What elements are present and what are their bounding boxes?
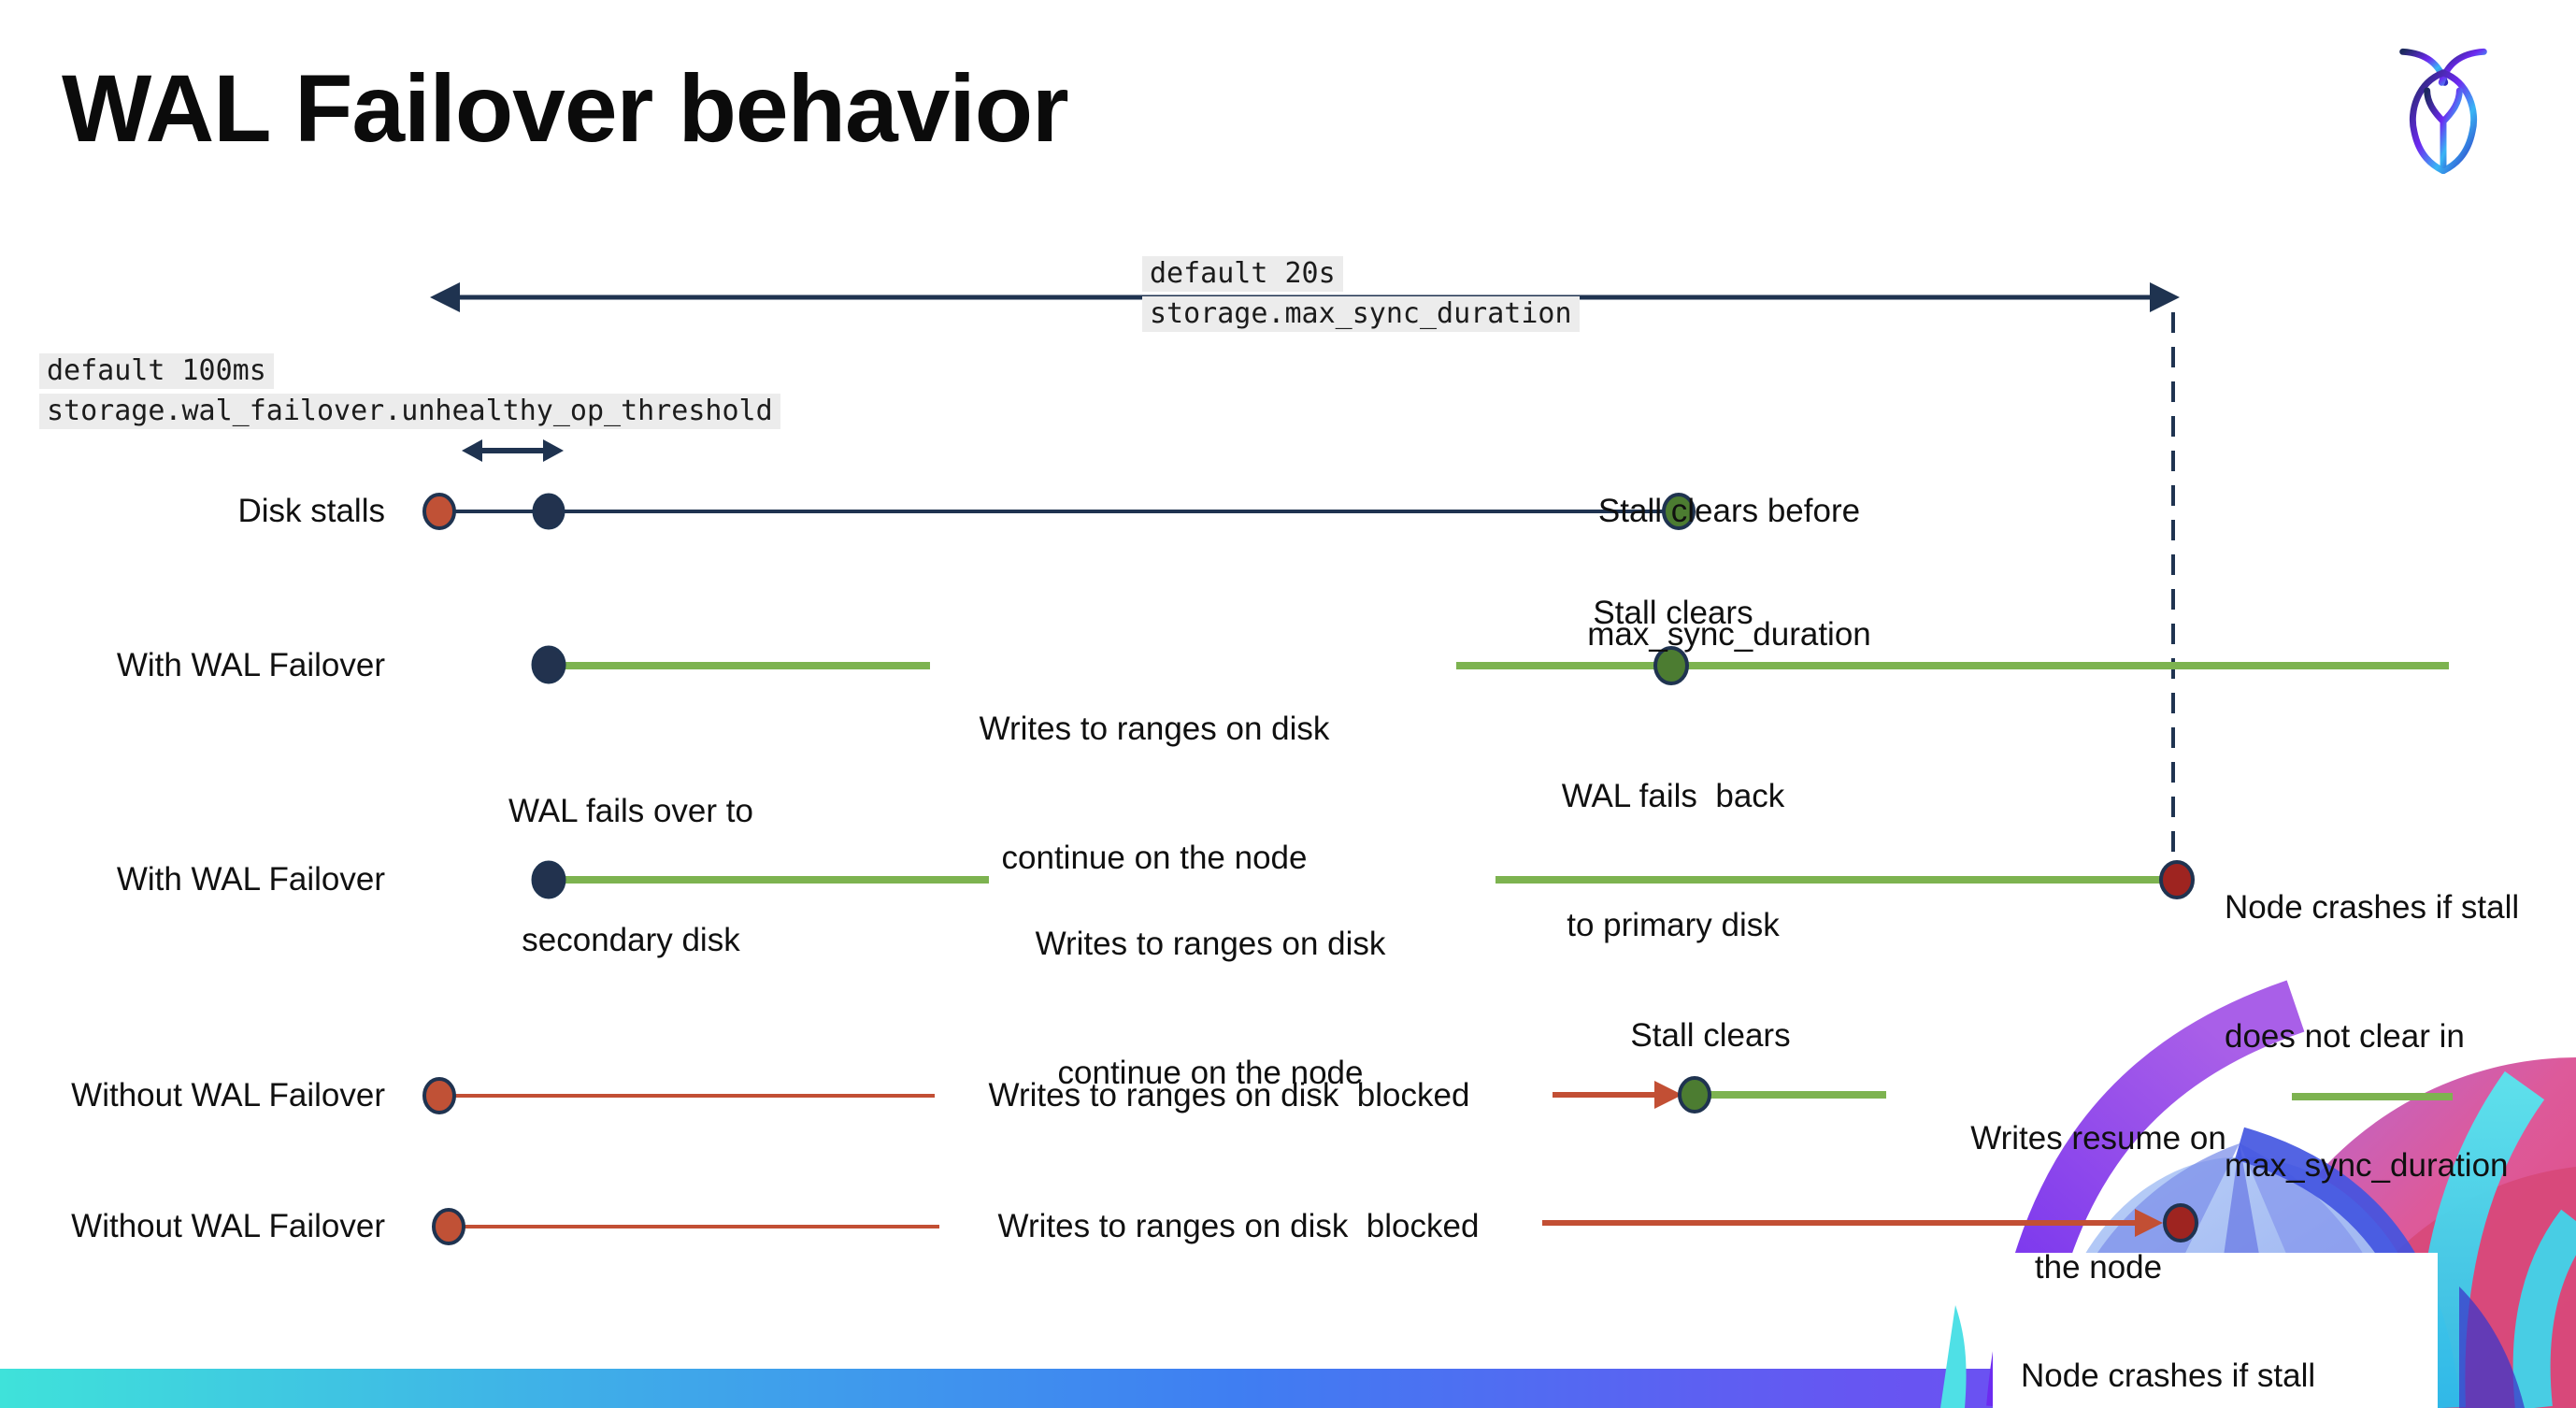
unhealthy-op-threshold-arrow xyxy=(462,439,564,462)
logo-wings xyxy=(2424,87,2463,169)
note-node-crashes-1: Node crashes if stall does not clear in … xyxy=(2225,889,2520,1184)
note-writes-continue-1: Writes to ranges on disk continue on the… xyxy=(979,711,1330,876)
cockroachdb-logo-icon xyxy=(2399,48,2487,174)
lane-label-with-wal-failover-1: With WAL Failover xyxy=(116,647,385,683)
unhealthy-op-threshold-label: default 100ms storage.wal_failover.unhea… xyxy=(39,353,780,429)
artwork-cyan-sliver xyxy=(1940,1305,1967,1408)
threshold-dot xyxy=(532,493,565,530)
note-wal-fails-back: WAL fails back to primary disk xyxy=(1561,778,1785,943)
lane-label-with-wal-failover-2: With WAL Failover xyxy=(116,861,385,898)
unhealthy-op-default-value: default 100ms xyxy=(39,353,274,389)
max-sync-setting-name: storage.max_sync_duration xyxy=(1142,296,1580,332)
page-title: WAL Failover behavior xyxy=(62,55,1069,162)
max-sync-default-value: default 20s xyxy=(1142,256,1343,292)
lane-label-without-wal-failover-1: Without WAL Failover xyxy=(71,1077,385,1113)
note-wal-fails-over: WAL fails over to secondary disk xyxy=(508,793,753,958)
note-writes-blocked-1: Writes to ranges on disk blocked xyxy=(988,1077,1470,1113)
artwork-cyan-arc xyxy=(2416,1070,2545,1408)
artwork-cyan-arc xyxy=(2512,1209,2576,1408)
lane-label-without-wal-failover-2: Without WAL Failover xyxy=(71,1208,385,1244)
note-node-crashes-2: Node crashes if stall does not clear in … xyxy=(2021,1358,2316,1394)
note-stall-clears-2: Stall clears xyxy=(1593,595,1753,631)
unhealthy-op-setting-name: storage.wal_failover.unhealthy_op_thresh… xyxy=(39,394,780,429)
note-stall-clears-3: Stall clears xyxy=(1630,1017,1791,1054)
failover-crashes-timeline xyxy=(531,860,2195,899)
no-failover-recovers-timeline xyxy=(422,1076,2453,1114)
logo-antenna-right xyxy=(2438,48,2487,86)
note-writes-blocked-2: Writes to ranges on disk blocked xyxy=(997,1208,1480,1244)
failover-recovers-timeline xyxy=(531,645,2449,685)
note-writes-resume: Writes resume on the node xyxy=(1970,1120,2226,1286)
note-node-crashes-2-box: Node crashes if stall does not clear in … xyxy=(1993,1253,2438,1408)
note-stall-clears-before: Stall clears before max_sync_duration xyxy=(1587,493,1871,653)
note-writes-continue-2: Writes to ranges on disk continue on the… xyxy=(1035,926,1386,1091)
no-failover-crashes-timeline xyxy=(432,1203,2198,1245)
logo-body xyxy=(2409,69,2478,174)
artwork-blue-wedge xyxy=(2459,1286,2525,1408)
lane-label-disk-stalls: Disk stalls xyxy=(237,493,385,529)
max-sync-duration-label: default 20s storage.max_sync_duration xyxy=(1142,256,1580,332)
stall-start-dot xyxy=(422,493,456,530)
stall-clears-dot xyxy=(1662,493,1696,530)
